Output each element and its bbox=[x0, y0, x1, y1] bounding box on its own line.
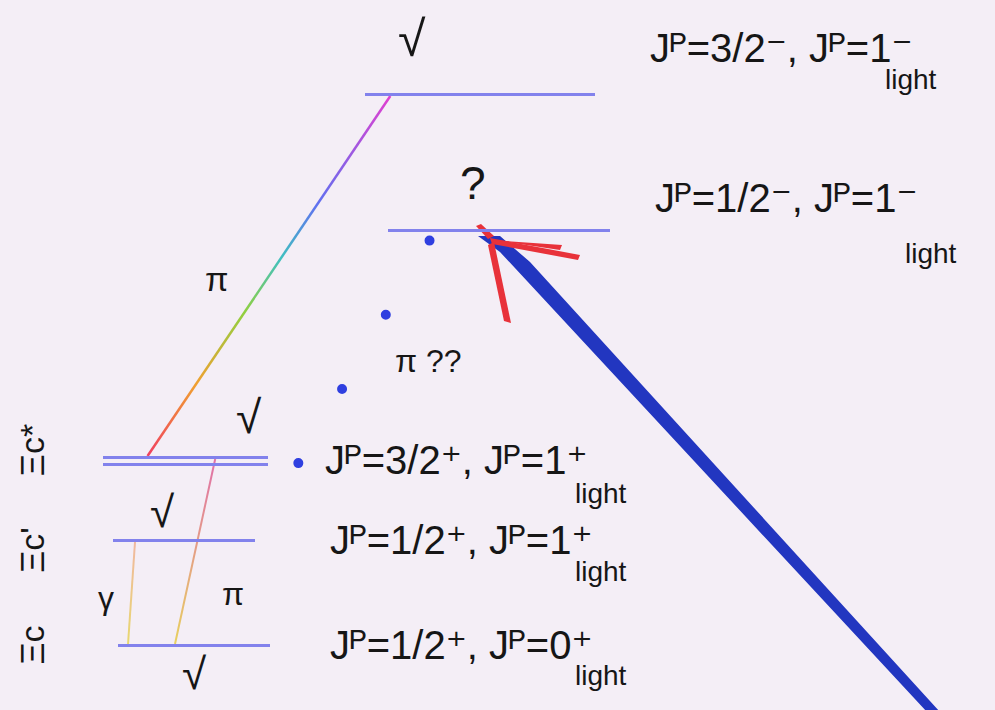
transition-label: π bbox=[222, 578, 244, 610]
energy-level: ?Jᴾ=1/2⁻, Jᴾ=1⁻light bbox=[388, 229, 610, 232]
energy-level: Ξc*√Jᴾ=3/2⁺, Jᴾ=1⁺light bbox=[103, 456, 268, 459]
subscript-label: light bbox=[575, 662, 626, 690]
check-mark: √ bbox=[182, 652, 206, 696]
quantum-numbers: Jᴾ=3/2⁺, Jᴾ=1⁺ bbox=[325, 440, 588, 480]
quantum-numbers: Jᴾ=1/2⁻, Jᴾ=1⁻ bbox=[655, 178, 918, 218]
red-splash bbox=[488, 242, 511, 323]
transition-line bbox=[128, 542, 135, 644]
transition-line bbox=[255, 241, 430, 538]
check-mark: √ bbox=[150, 490, 174, 534]
transition-label: γ bbox=[98, 582, 114, 614]
transition-label: π bbox=[205, 262, 228, 296]
energy-level: Ξc'√Jᴾ=1/2⁺, Jᴾ=1⁺light bbox=[113, 539, 255, 542]
state-name: Ξc bbox=[15, 625, 49, 664]
energy-level: √Jᴾ=3/2⁻, Jᴾ=1⁻light bbox=[365, 93, 595, 96]
quantum-numbers: Jᴾ=1/2⁺, Jᴾ=1⁺ bbox=[330, 520, 593, 560]
transition-label: π ?? bbox=[395, 345, 462, 377]
question-mark: ? bbox=[460, 160, 486, 206]
energy-level: Ξc√Jᴾ=1/2⁺, Jᴾ=0⁺light bbox=[118, 644, 270, 647]
subscript-label: light bbox=[575, 558, 626, 586]
check-mark: √ bbox=[236, 394, 261, 440]
subscript-label: light bbox=[885, 66, 936, 94]
state-name: Ξc* bbox=[15, 424, 49, 476]
red-splash bbox=[492, 240, 562, 250]
quantum-numbers: Jᴾ=1/2⁺, Jᴾ=0⁺ bbox=[330, 625, 593, 665]
quantum-numbers: Jᴾ=3/2⁻, Jᴾ=1⁻ bbox=[650, 28, 913, 68]
transition-line bbox=[175, 459, 215, 644]
red-splash bbox=[490, 238, 580, 260]
subscript-label: light bbox=[905, 240, 956, 268]
check-mark: √ bbox=[398, 14, 425, 64]
subscript-label: light bbox=[575, 480, 626, 508]
state-name: Ξc' bbox=[15, 527, 49, 573]
transition-line bbox=[148, 96, 391, 456]
